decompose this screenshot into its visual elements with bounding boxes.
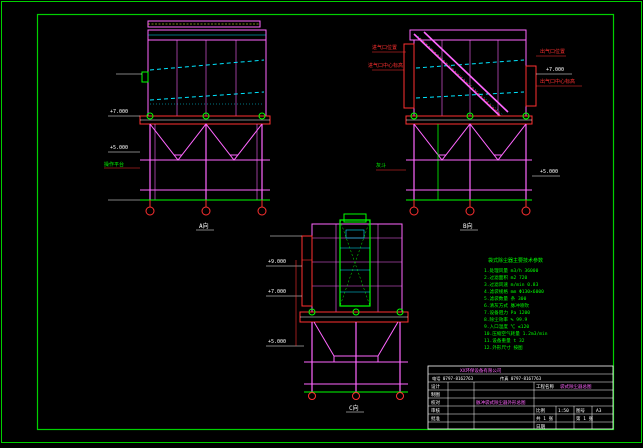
- elev-a-2: +5.000: [110, 145, 128, 151]
- date-label: 日期: [536, 424, 545, 430]
- inner-frame: [36, 13, 615, 431]
- note-line: 8.除尘效率 % 99.9: [484, 316, 528, 323]
- company-line: XX环保设备有限公司: [460, 367, 501, 374]
- drawing-title: 袋式除尘器总图: [560, 383, 592, 390]
- callout-b-outlet-elev: 出气口中心标高: [540, 78, 575, 85]
- note-line: 6.清灰方式 脉冲喷吹: [484, 302, 529, 309]
- stair-ladder: [413, 31, 509, 117]
- view-b: 进气口位置 进气口中心标高 出气口位置 出气口中心标高 +7.000 +5.00…: [368, 29, 582, 231]
- elev-a-1: +7.000: [110, 109, 128, 115]
- callout-b-outlet: 出气口位置: [540, 48, 565, 55]
- view-a: +7.000 +5.000 操作平台 A向: [104, 20, 271, 231]
- row-label-1: 制图: [431, 391, 440, 398]
- elev-c-3: +5.000: [268, 339, 286, 345]
- row-label-3: 审核: [431, 407, 440, 414]
- page-label: 共 1 张: [536, 415, 554, 422]
- title-block: XX环保设备有限公司 电话 0797-8162763 传真 0797-81677…: [427, 365, 614, 430]
- callout-b-inlet: 进气口位置: [372, 44, 397, 51]
- filter-body-a: [147, 39, 267, 117]
- drawing-name: 脉冲袋式除尘器外形总图: [476, 399, 526, 406]
- elev-c-2: +7.000: [268, 289, 286, 295]
- callout-b-hopper: 灰斗: [376, 162, 386, 169]
- view-c: +9.000 +7.000 +5.000 C向: [266, 213, 409, 413]
- size-value: A3: [596, 408, 602, 414]
- filter-body-c: [311, 223, 403, 313]
- note-line: 4.滤袋规格 mm Φ130×6000: [484, 288, 544, 295]
- elev-b-1: +7.000: [546, 67, 564, 73]
- row-label-0: 设计: [431, 383, 440, 390]
- row-label-2: 校对: [431, 399, 440, 406]
- note-line: 5.滤袋数量 条 300: [484, 295, 527, 302]
- note-line: 3.过滤风速 m/min 0.83: [484, 281, 539, 288]
- scale-label: 比例: [536, 407, 545, 414]
- note-line: 12.外形尺寸 按图: [484, 344, 523, 351]
- callout-a-left: 操作平台: [104, 161, 124, 168]
- note-line: 10.压缩空气耗量 1.2m3/min: [484, 330, 548, 337]
- note-line: 1.处理风量 m3/h 36000: [484, 267, 539, 274]
- sheet-label: 图号: [576, 408, 585, 414]
- note-line: 9.入口温度 ℃ ≤120: [484, 323, 529, 330]
- project-label: 工程名称: [536, 383, 554, 390]
- view-a-label: A向: [199, 222, 209, 230]
- row-label-4: 批准: [431, 415, 440, 422]
- view-c-label: C向: [349, 404, 359, 412]
- note-line: 11.设备重量 t 32: [484, 337, 525, 344]
- phone-label: 电话 0797-8162763: [432, 375, 474, 382]
- notes-title: 袋式除尘器主要技术参数: [488, 257, 543, 264]
- central-duct: [339, 219, 371, 307]
- note-line: 2.过滤面积 m2 720: [484, 274, 528, 281]
- note-line: 7.设备阻力 Pa 1200: [484, 309, 530, 316]
- elev-c-1: +9.000: [268, 259, 286, 265]
- view-b-label: B向: [463, 222, 473, 230]
- callout-b-inlet-elev: 进气口中心标高: [368, 62, 403, 69]
- page-of: 第 1 张: [576, 415, 594, 422]
- fax-label: 传真 0797-8167763: [500, 375, 542, 382]
- scale-value: 1:50: [558, 408, 569, 414]
- elev-b-2: +5.000: [540, 169, 558, 175]
